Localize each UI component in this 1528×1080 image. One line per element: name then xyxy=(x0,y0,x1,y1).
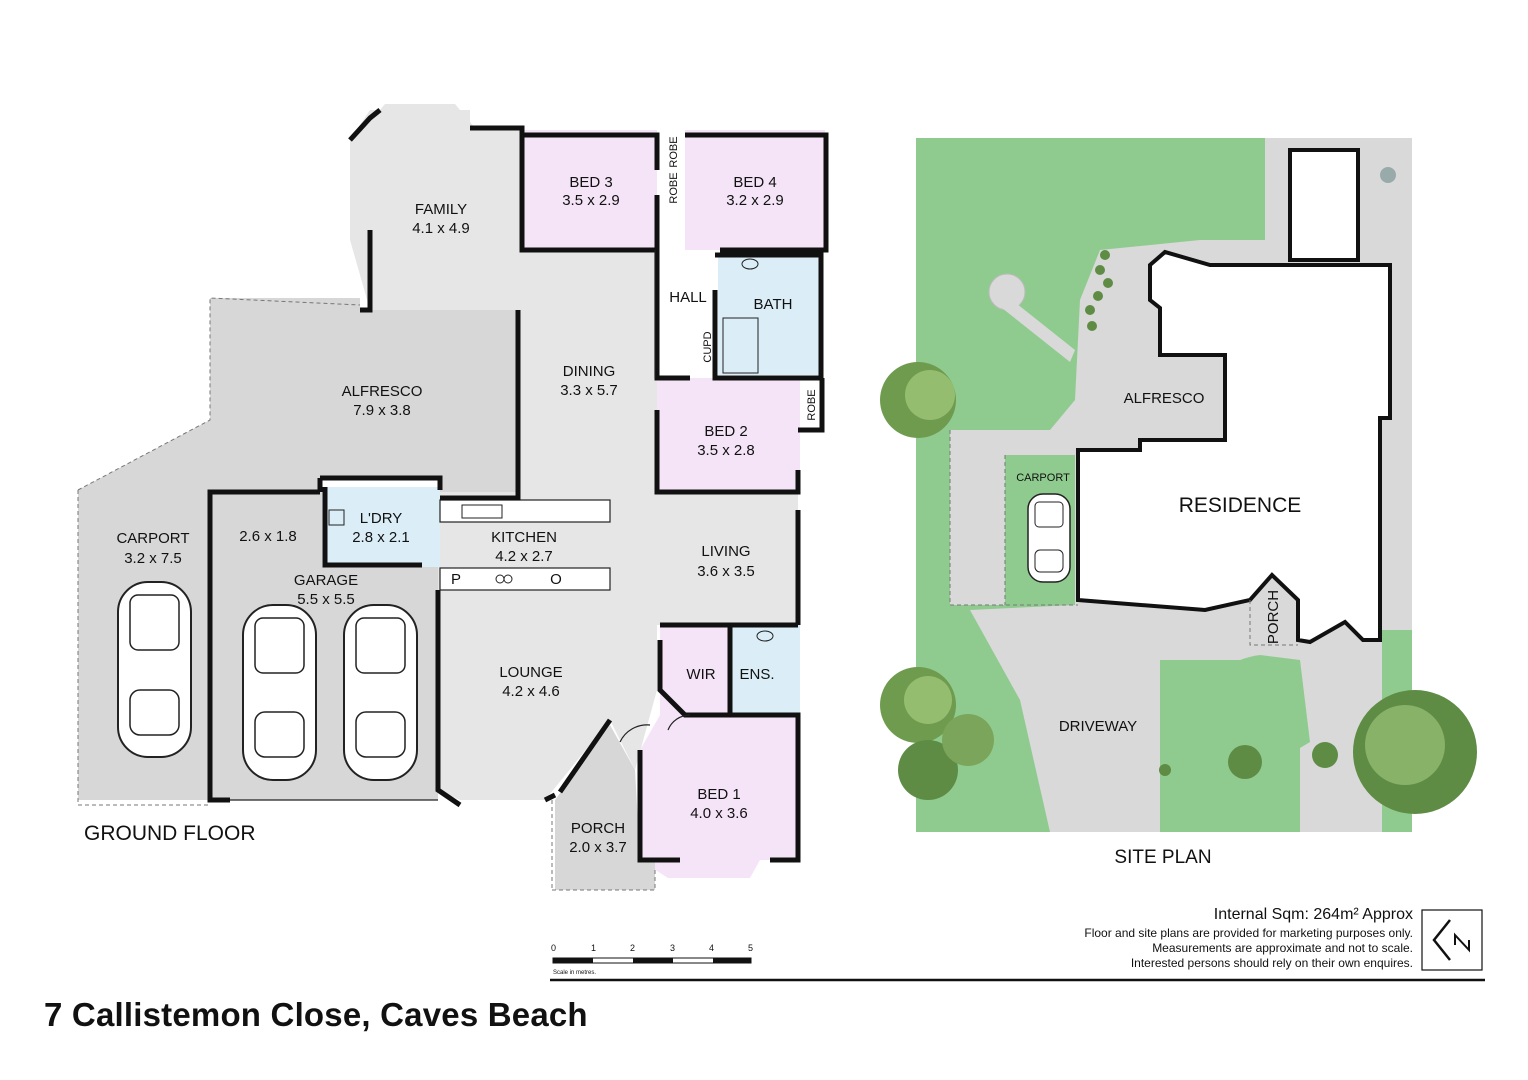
property-title: 7 Callistemon Close, Caves Beach xyxy=(44,996,588,1033)
bed4-label: BED 4 xyxy=(733,174,776,191)
bed3-area xyxy=(522,130,657,250)
ldry-area xyxy=(322,487,440,567)
store-dims: 2.6 x 1.8 xyxy=(239,528,297,545)
porch-label: PORCH xyxy=(571,820,625,837)
scale-caption: Scale in metres. xyxy=(553,970,596,976)
north-arrow-icon xyxy=(1421,909,1483,971)
family-dims: 4.1 x 4.9 xyxy=(412,220,470,237)
family-label: FAMILY xyxy=(415,201,467,218)
living-label: LIVING xyxy=(701,543,750,560)
bed3-label: BED 3 xyxy=(569,174,612,191)
tree-icons xyxy=(880,167,1477,814)
ens-label: ENS. xyxy=(739,666,774,683)
ldry-label: L'DRY xyxy=(360,510,403,527)
cupd-label: CUPD xyxy=(702,331,714,362)
driveway-label: DRIVEWAY xyxy=(1059,718,1137,735)
garage-car-icon-right xyxy=(343,604,418,781)
kitchen-dims: 4.2 x 2.7 xyxy=(495,548,553,565)
pantry-label: P xyxy=(451,571,461,588)
scale-tick-0: 0 xyxy=(551,943,556,953)
site-carport-label: CARPORT xyxy=(1016,472,1070,484)
dashed-outlines xyxy=(77,297,656,891)
garage-car-icon-left xyxy=(242,604,317,781)
bath-label: BATH xyxy=(754,296,793,313)
bed1-dims: 4.0 x 3.6 xyxy=(690,805,748,822)
garage-label: GARAGE xyxy=(294,572,358,589)
residence-label: RESIDENCE xyxy=(1179,494,1302,517)
carport-dims: 3.2 x 7.5 xyxy=(124,550,182,567)
site-porch-label: PORCH xyxy=(1265,590,1282,644)
robe-label-1: ROBE xyxy=(668,136,680,167)
ldry-dims: 2.8 x 2.1 xyxy=(352,529,410,546)
scale-tick-2: 2 xyxy=(630,943,635,953)
robe-label-2: ROBE xyxy=(668,172,680,203)
site-plan-label: SITE PLAN xyxy=(1114,847,1211,868)
lounge-dims: 4.2 x 4.6 xyxy=(502,683,560,700)
bed2-dims: 3.5 x 2.8 xyxy=(697,442,755,459)
ens-area xyxy=(730,625,800,715)
bed2-label: BED 2 xyxy=(704,423,747,440)
bed2-area xyxy=(657,378,800,492)
robe-label-3: ROBE xyxy=(806,389,818,420)
bed4-dims: 3.2 x 2.9 xyxy=(726,192,784,209)
bed1-area xyxy=(640,715,798,878)
scale-tick-1: 1 xyxy=(591,943,596,953)
oven-label: O xyxy=(550,571,562,588)
hall-label: HALL xyxy=(669,289,707,306)
alfresco-label: ALFRESCO xyxy=(342,383,423,400)
carport-car-icon xyxy=(117,581,192,758)
scale-tick-5: 5 xyxy=(748,943,753,953)
living-dims: 3.6 x 3.5 xyxy=(697,563,755,580)
bed1-label: BED 1 xyxy=(697,786,740,803)
dining-dims: 3.3 x 5.7 xyxy=(560,382,618,399)
alfresco-dims: 7.9 x 3.8 xyxy=(353,402,411,419)
walls xyxy=(207,108,829,863)
internal-sqm: Internal Sqm: 264m² Approx xyxy=(1213,906,1413,923)
main-living-area xyxy=(350,110,798,800)
scale-tick-4: 4 xyxy=(709,943,714,953)
scale-tick-3: 3 xyxy=(670,943,675,953)
floor-plan xyxy=(78,104,825,890)
residence-outline xyxy=(1076,249,1392,645)
carport-label: CARPORT xyxy=(116,530,189,547)
site-plan: ALFRESCO CARPORT RESIDENCE DRIVEWAY PORC… xyxy=(880,138,1477,832)
disclaimer-line-1: Floor and site plans are provided for ma… xyxy=(1084,926,1413,940)
kitchen-label: KITCHEN xyxy=(491,529,557,546)
alfresco-area xyxy=(210,298,518,492)
notes-block: Internal Sqm: 264m² Approx Floor and sit… xyxy=(1084,906,1413,971)
wir-label: WIR xyxy=(686,666,715,683)
bed4-area xyxy=(685,130,825,250)
porch-dims: 2.0 x 3.7 xyxy=(569,839,627,856)
disclaimer-line-2: Measurements are approximate and not to … xyxy=(1152,941,1413,955)
fixtures xyxy=(328,258,774,743)
ground-floor-label: GROUND FLOOR xyxy=(84,822,256,845)
garage-dims: 5.5 x 5.5 xyxy=(297,591,355,608)
lounge-label: LOUNGE xyxy=(499,664,562,681)
disclaimer-line-3: Interested persons should rely on their … xyxy=(1130,956,1413,970)
bath-area xyxy=(718,255,821,375)
site-carport-car-icon xyxy=(1027,493,1071,583)
bed3-dims: 3.5 x 2.9 xyxy=(562,192,620,209)
site-alfresco-label: ALFRESCO xyxy=(1124,390,1205,407)
dining-label: DINING xyxy=(563,363,616,380)
scale-bar: 0 1 2 3 4 5 Scale in metres. xyxy=(551,943,753,976)
